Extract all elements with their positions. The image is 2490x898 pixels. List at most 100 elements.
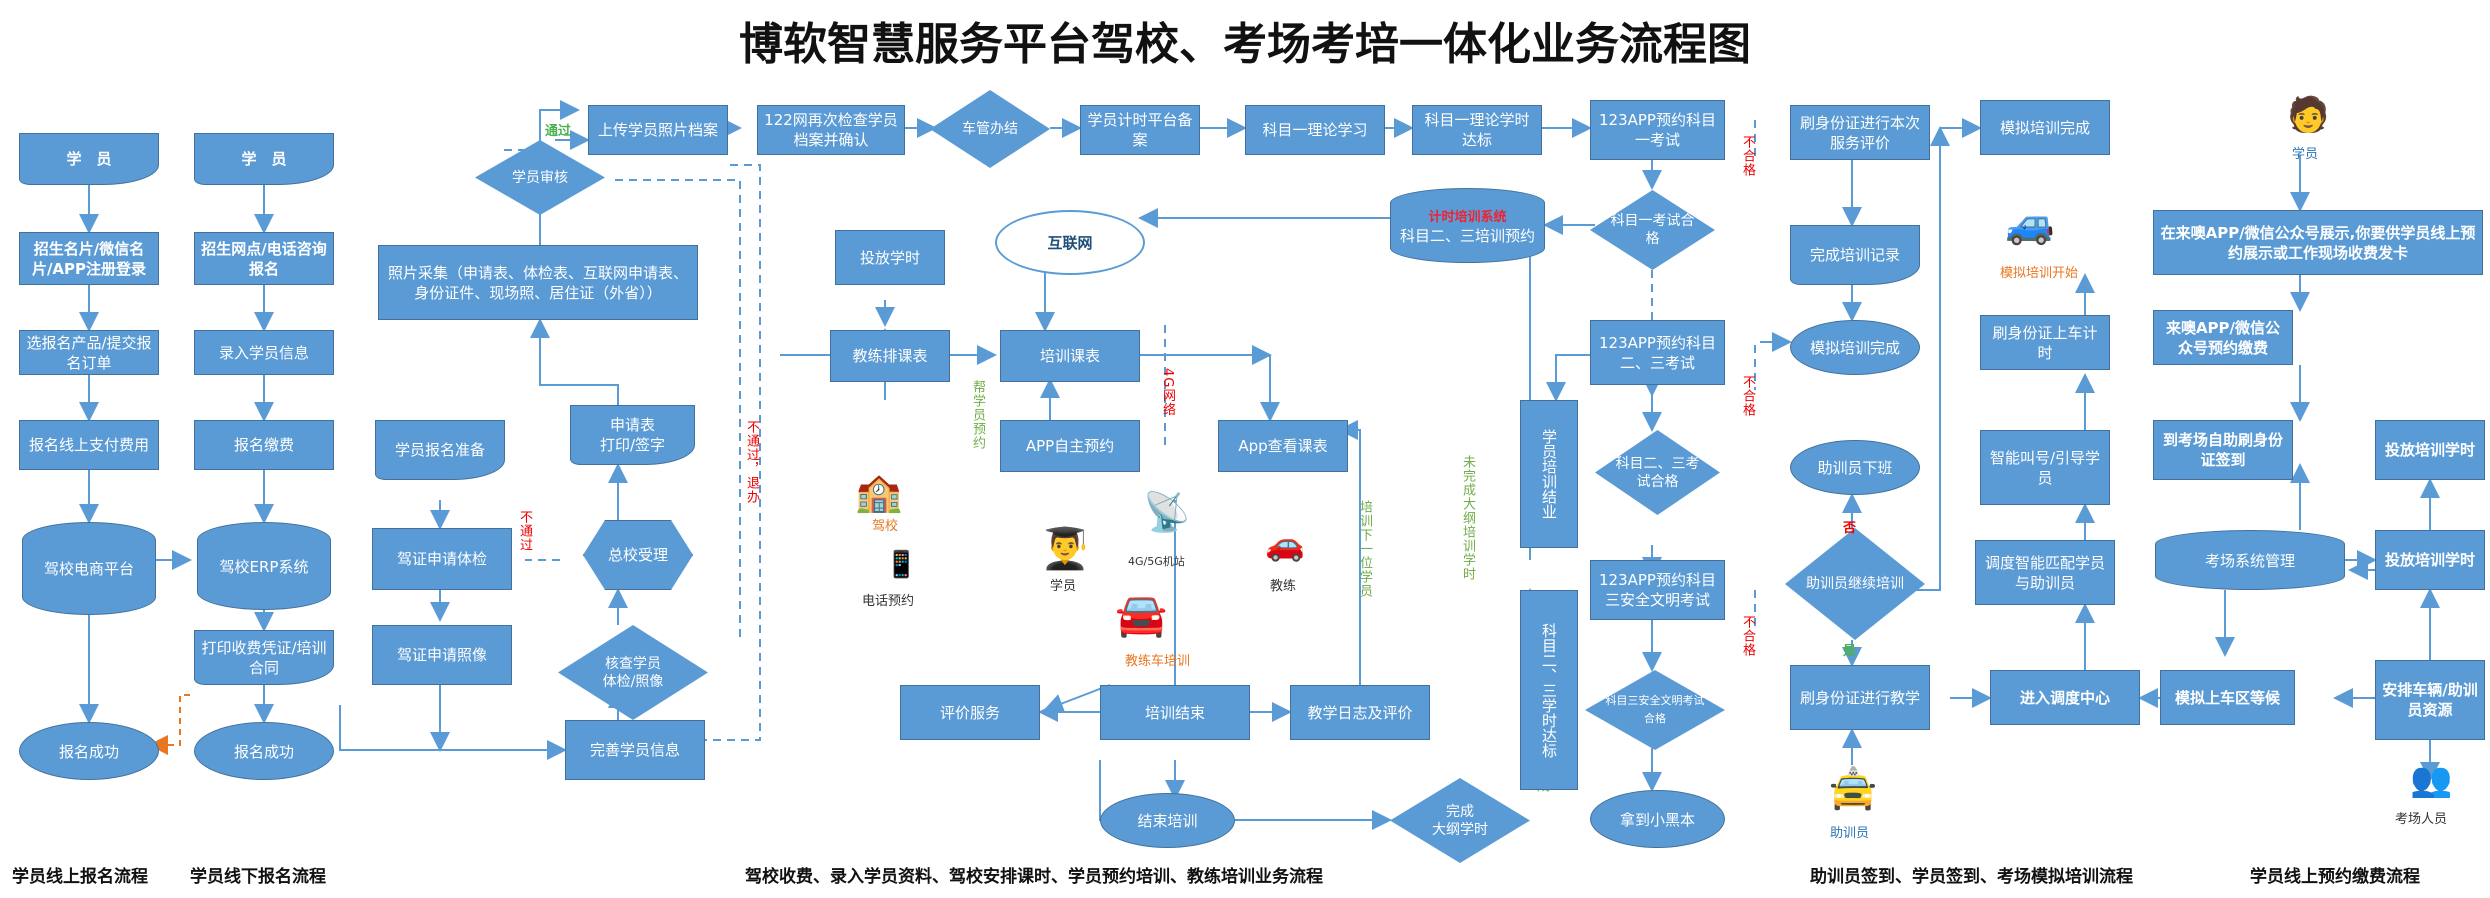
helper-off: 助训员下班 — [1790, 440, 1920, 495]
col1-order: 选报名产品/提交报名订单 — [19, 330, 159, 375]
yes-label: 是 — [1843, 644, 1857, 659]
internet-cloud: 互联网 — [995, 210, 1145, 275]
no-label: 否 — [1843, 521, 1857, 536]
timing-system-label: 计时培训系统 — [1428, 209, 1507, 225]
arrange-resource: 安排车辆/助训员资源 — [2375, 660, 2485, 740]
dispatch-match: 调度智能匹配学员与助训员 — [1975, 540, 2115, 605]
swipe-teach: 刷身份证进行教学 — [1790, 665, 1930, 730]
nopass2-label: 不通过，退办 — [744, 420, 759, 504]
sim-done: 模拟培训完成 — [1790, 320, 1920, 375]
staff-icon: 👥 — [2410, 760, 2453, 800]
sim-wait: 模拟上车区等候 — [2160, 670, 2295, 725]
training-car-label: 教练车培训 — [1125, 654, 1191, 669]
phone-label: 电话预约 — [862, 594, 915, 609]
help-book-label: 帮学员预约 — [970, 380, 985, 450]
theory-study: 科目一理论学习 — [1245, 105, 1385, 155]
exam1-pass: 科目一考试合格 — [1590, 190, 1715, 270]
check-decision: 核查学员 体检/照像 — [558, 625, 708, 720]
swipe-board: 刷身份证上车计时 — [1980, 315, 2110, 370]
dmv-done: 车管办结 — [930, 90, 1050, 168]
timing-record: 学员计时平台备案 — [1080, 105, 1200, 155]
helper-label: 助训员 — [1830, 826, 1870, 841]
col2-success: 报名成功 — [194, 722, 334, 780]
right-student-label: 学员 — [2292, 147, 2319, 162]
tower-label: 4G/5G机站 — [1128, 555, 1185, 568]
coach-schedule: 教练排课表 — [830, 330, 950, 382]
graduate: 学员培训结业 — [1520, 400, 1578, 548]
book-exam1: 123APP预约科目一考试 — [1590, 100, 1725, 160]
improve-info: 完善学员信息 — [565, 720, 705, 780]
teach-log: 教学日志及评价 — [1290, 685, 1430, 740]
net4g-label: 4G网络 — [1160, 368, 1175, 417]
self-sign: 到考场自助刷身份证签到 — [2153, 420, 2293, 480]
fail-label-2: 不合格 — [1740, 375, 1755, 417]
fail-label-1: 不合格 — [1740, 135, 1755, 177]
apply-form: 申请表 打印/签字 — [570, 405, 695, 465]
col2-print: 打印收费凭证/培训合同 — [194, 630, 334, 685]
release-hours-1: 投放培训学时 — [2375, 420, 2485, 480]
book-exam23: 123APP预约科目二、三考试 — [1590, 320, 1725, 385]
self-book: APP自主预约 — [1000, 420, 1140, 472]
col2-offline: 招生网点/电话咨询报名 — [194, 232, 334, 285]
view-course: App查看课表 — [1218, 420, 1348, 472]
section-online: 学员线上报名流程 — [12, 867, 148, 887]
hours-done: 科目二、三学时达标 — [1520, 590, 1578, 790]
sim-car-icon: 🚙 — [2005, 201, 2055, 247]
timing-system-db: 计时培训系统 科目二、三培训预约 — [1390, 188, 1545, 263]
book-exam3: 123APP预约科目三安全文明考试 — [1590, 560, 1725, 620]
release-hours-2: 投放培训学时 — [2375, 530, 2485, 590]
col1-register: 招生名片/微信名片/APP注册登录 — [19, 232, 159, 285]
section-right: 学员线上预约缴费流程 — [2250, 867, 2420, 887]
black-book: 拿到小黑本 — [1590, 790, 1725, 848]
section-sim: 助训员签到、学员签到、考场模拟培训流程 — [1810, 867, 2133, 887]
col2-erp-db: 驾校ERP系统 — [197, 522, 331, 610]
staff-label: 考场人员 — [2395, 812, 2448, 827]
app-display: 在来噢APP/微信公众号展示,你要供学员线上预约展示或工作现场收费发卡 — [2153, 210, 2483, 275]
exam-sys-db: 考场系统管理 — [2155, 530, 2345, 590]
helper-continue: 助训员继续培训 — [1785, 528, 1925, 640]
coach-label: 教练 — [1270, 579, 1297, 594]
fail-label-3: 不合格 — [1740, 615, 1755, 657]
photo-collect: 照片采集（申请表、体检表、互联网申请表、身份证件、现场照、居住证（外省）） — [378, 245, 698, 320]
sim-eval: 刷身份证进行本次服务评价 — [1790, 105, 1930, 160]
helper-icon: 🚖 — [1828, 766, 1878, 812]
photo-take: 驾证申请照像 — [372, 625, 512, 685]
col1-pay: 报名线上支付费用 — [19, 420, 159, 470]
training-end: 培训结束 — [1100, 685, 1250, 740]
school-icon: 🏫 — [855, 470, 903, 514]
theory-done: 科目一理论学时达标 — [1412, 105, 1542, 155]
school-label: 驾校 — [872, 519, 899, 534]
col2-pay: 报名缴费 — [194, 420, 334, 470]
exam23-pass: 科目二、三考试合格 — [1595, 430, 1720, 515]
col1-success: 报名成功 — [19, 722, 159, 780]
col1-ecommerce-db: 驾校电商平台 — [22, 522, 156, 615]
student-label: 学员 — [1050, 579, 1077, 594]
sim-start-label: 模拟培训开始 — [2000, 266, 2079, 281]
done-decision: 完成 大纲学时 — [1390, 778, 1530, 863]
coach-car-icon: 🚗 — [1265, 525, 1305, 563]
smart-call: 智能叫号/引导学员 — [1980, 430, 2110, 505]
release-hours: 投放学时 — [835, 230, 945, 285]
page-title: 博软智慧服务平台驾校、考场考培一体化业务流程图 — [739, 19, 1751, 70]
accept: 总校受理 — [583, 520, 693, 590]
right-student-icon: 🧑 — [2287, 95, 2330, 135]
training-car-icon: 🚘 — [1115, 590, 1168, 639]
col2-enter-info: 录入学员信息 — [194, 330, 334, 375]
sim-record: 完成培训记录 — [1790, 225, 1920, 285]
section-offline: 学员线下报名流程 — [190, 867, 326, 887]
eval-service: 评价服务 — [900, 685, 1040, 740]
next-student-label: 培训下一位学员 — [1357, 500, 1372, 598]
dispatch-center: 进入调度中心 — [1990, 670, 2140, 725]
section-school: 驾校收费、录入学员资料、驾校安排课时、学员预约培训、教练培训业务流程 — [745, 867, 1323, 887]
prep: 学员报名准备 — [375, 420, 505, 480]
phone-icon: 📱 — [885, 550, 918, 580]
nopass-label: 不通过 — [517, 510, 532, 552]
tower-icon: 📡 — [1143, 490, 1191, 534]
exam-check: 驾证申请体检 — [372, 528, 512, 590]
uncomplete-label: 未完成大纲培训学时 — [1460, 455, 1475, 581]
audit-decision: 学员审核 — [475, 140, 605, 215]
col1-student: 学 员 — [19, 133, 159, 185]
app-pay: 来噢APP/微信公众号预约缴费 — [2153, 310, 2293, 365]
recheck: 122网再次检查学员档案并确认 — [757, 105, 905, 155]
